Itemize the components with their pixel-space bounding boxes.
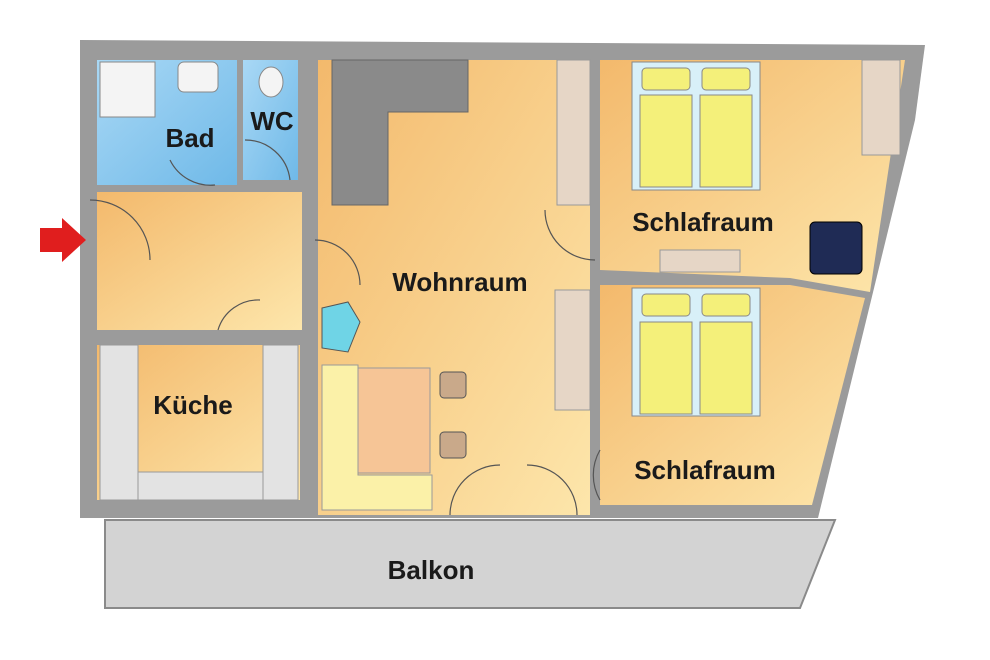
armchair bbox=[809, 221, 863, 275]
desk bbox=[659, 249, 741, 273]
sink bbox=[177, 61, 219, 93]
entry-arrow-icon bbox=[40, 218, 86, 262]
room-label-schlafraum-bottom: Schlafraum bbox=[634, 455, 776, 485]
wardrobe bbox=[556, 59, 591, 206]
doors bbox=[89, 139, 601, 516]
room-label-kueche: Küche bbox=[153, 390, 232, 420]
room-label-balkon: Balkon bbox=[388, 555, 475, 585]
dining-table bbox=[357, 367, 431, 474]
room-label-schlafraum-top: Schlafraum bbox=[632, 207, 774, 237]
stove bbox=[321, 301, 361, 353]
chair bbox=[439, 371, 467, 399]
wardrobe bbox=[861, 59, 901, 156]
balkon-area bbox=[104, 519, 837, 609]
sofa bbox=[331, 59, 469, 206]
kitchen-counter bbox=[137, 471, 264, 501]
bed-bottom bbox=[631, 287, 761, 417]
dining-bench bbox=[321, 364, 433, 511]
room-label-bad: Bad bbox=[165, 123, 214, 153]
room-label-wc: WC bbox=[250, 106, 294, 136]
shower bbox=[99, 61, 156, 118]
kitchen-counter bbox=[262, 344, 299, 501]
bed-top bbox=[631, 61, 761, 191]
room-label-wohnraum: Wohnraum bbox=[392, 267, 527, 297]
hall-floor bbox=[97, 192, 302, 330]
kitchen-counter bbox=[99, 344, 139, 501]
chair bbox=[439, 431, 467, 459]
toilet bbox=[258, 66, 284, 98]
tv-cabinet bbox=[554, 289, 591, 411]
